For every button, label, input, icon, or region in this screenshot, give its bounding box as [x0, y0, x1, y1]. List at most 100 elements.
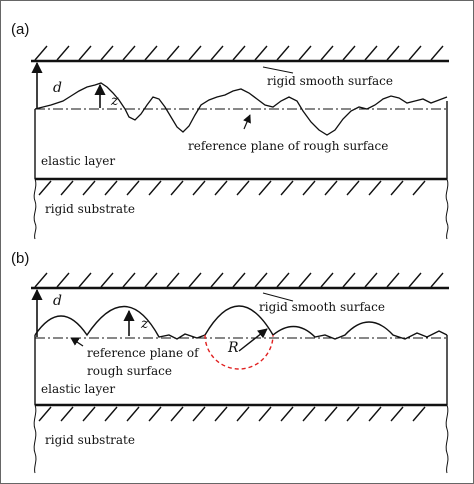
hatch-mark	[346, 406, 360, 422]
hatch-mark	[210, 45, 224, 61]
hatch-mark	[192, 180, 206, 196]
hatch-mark	[232, 45, 246, 61]
hatch-mark	[192, 406, 206, 422]
panel-b-d-label: d	[53, 293, 62, 309]
hatch-mark	[412, 406, 426, 422]
hatch-mark	[302, 180, 316, 196]
panel-b-reference-plane-label-1: reference plane of	[87, 346, 200, 360]
hatch-mark	[122, 45, 136, 61]
hatch-mark	[236, 180, 250, 196]
hatch-mark	[82, 406, 96, 422]
hatch-mark	[126, 406, 140, 422]
hatch-mark	[38, 406, 52, 422]
hatch-mark	[144, 272, 158, 288]
panel-a-d-label: d	[53, 80, 62, 96]
panel-b-asperity-profile	[34, 305, 448, 340]
hatch-mark	[166, 272, 180, 288]
hatch-mark	[144, 45, 158, 61]
hatch-mark	[302, 406, 316, 422]
hatch-mark	[386, 272, 400, 288]
hatch-mark	[280, 406, 294, 422]
hatch-mark	[214, 180, 228, 196]
hatch-mark	[258, 406, 272, 422]
panel-a-tag: (a)	[11, 21, 29, 38]
hatch-mark	[56, 272, 70, 288]
hatch-mark	[38, 180, 52, 196]
hatch-mark	[276, 45, 290, 61]
panel-a-rigid-substrate-label: rigid substrate	[45, 202, 135, 216]
hatch-mark	[100, 45, 114, 61]
hatch-mark	[82, 180, 96, 196]
panel-b-elastic-layer-label: elastic layer	[41, 382, 115, 396]
hatch-mark	[430, 45, 444, 61]
hatch-mark	[412, 180, 426, 196]
panel-b-tag: (b)	[11, 250, 29, 267]
hatch-mark	[170, 180, 184, 196]
panel-b-rigid-substrate-label: rigid substrate	[45, 433, 135, 447]
hatch-mark	[232, 272, 246, 288]
hatch-mark	[342, 272, 356, 288]
hatch-mark	[390, 180, 404, 196]
hatch-mark	[320, 45, 334, 61]
hatch-mark	[170, 406, 184, 422]
hatch-mark	[324, 180, 338, 196]
panel-a: (a) d z rigid smooth surface reference p…	[11, 21, 449, 240]
hatch-mark	[298, 45, 312, 61]
panel-b-reference-plane-label-2: rough surface	[87, 364, 172, 378]
hatch-mark	[210, 272, 224, 288]
hatch-mark	[390, 406, 404, 422]
hatch-mark	[408, 45, 422, 61]
hatch-mark	[214, 406, 228, 422]
hatch-mark	[280, 180, 294, 196]
hatch-mark	[78, 45, 92, 61]
hatch-mark	[166, 45, 180, 61]
panel-b-radius-arrow	[238, 328, 268, 352]
hatch-mark	[386, 45, 400, 61]
hatch-mark	[78, 272, 92, 288]
panel-b-r-label: R	[227, 340, 239, 356]
hatch-mark	[188, 272, 202, 288]
panel-a-rigid-substrate	[33, 177, 449, 240]
hatch-mark	[56, 45, 70, 61]
hatch-mark	[148, 180, 162, 196]
hatch-mark	[100, 272, 114, 288]
panel-a-leader-reference	[243, 114, 251, 130]
hatch-mark	[298, 272, 312, 288]
hatch-mark	[148, 406, 162, 422]
hatch-mark	[60, 406, 74, 422]
hatch-mark	[320, 272, 334, 288]
hatch-mark	[430, 272, 444, 288]
hatch-mark	[122, 272, 136, 288]
hatch-mark	[364, 272, 378, 288]
hatch-mark	[104, 406, 118, 422]
hatch-mark	[368, 180, 382, 196]
panel-b-z-label: z	[140, 316, 149, 332]
panel-a-leader-smooth	[262, 66, 294, 74]
hatch-mark	[34, 45, 48, 61]
panel-a-rough-surface	[34, 82, 448, 136]
hatch-mark	[342, 45, 356, 61]
panel-b-rigid-substrate	[33, 403, 449, 474]
hatch-mark	[364, 45, 378, 61]
hatch-mark	[368, 406, 382, 422]
panel-a-reference-plane-label: reference plane of rough surface	[188, 139, 388, 153]
panel-b-leader-reference	[70, 337, 84, 347]
hatch-mark	[276, 272, 290, 288]
hatch-mark	[34, 272, 48, 288]
panel-a-elastic-layer-label: elastic layer	[41, 154, 115, 168]
panel-a-rigid-smooth-surface	[31, 45, 449, 63]
panel-a-rigid-smooth-label: rigid smooth surface	[267, 74, 393, 88]
hatch-mark	[346, 180, 360, 196]
hatch-mark	[104, 180, 118, 196]
hatch-mark	[408, 272, 422, 288]
panel-b-leader-smooth	[262, 292, 294, 302]
hatch-mark	[258, 180, 272, 196]
hatch-mark	[60, 180, 74, 196]
hatch-mark	[324, 406, 338, 422]
hatch-mark	[126, 180, 140, 196]
panel-b: (b) d z R rigid smooth surface reference…	[11, 250, 449, 474]
hatch-mark	[254, 272, 268, 288]
hatch-mark	[236, 406, 250, 422]
